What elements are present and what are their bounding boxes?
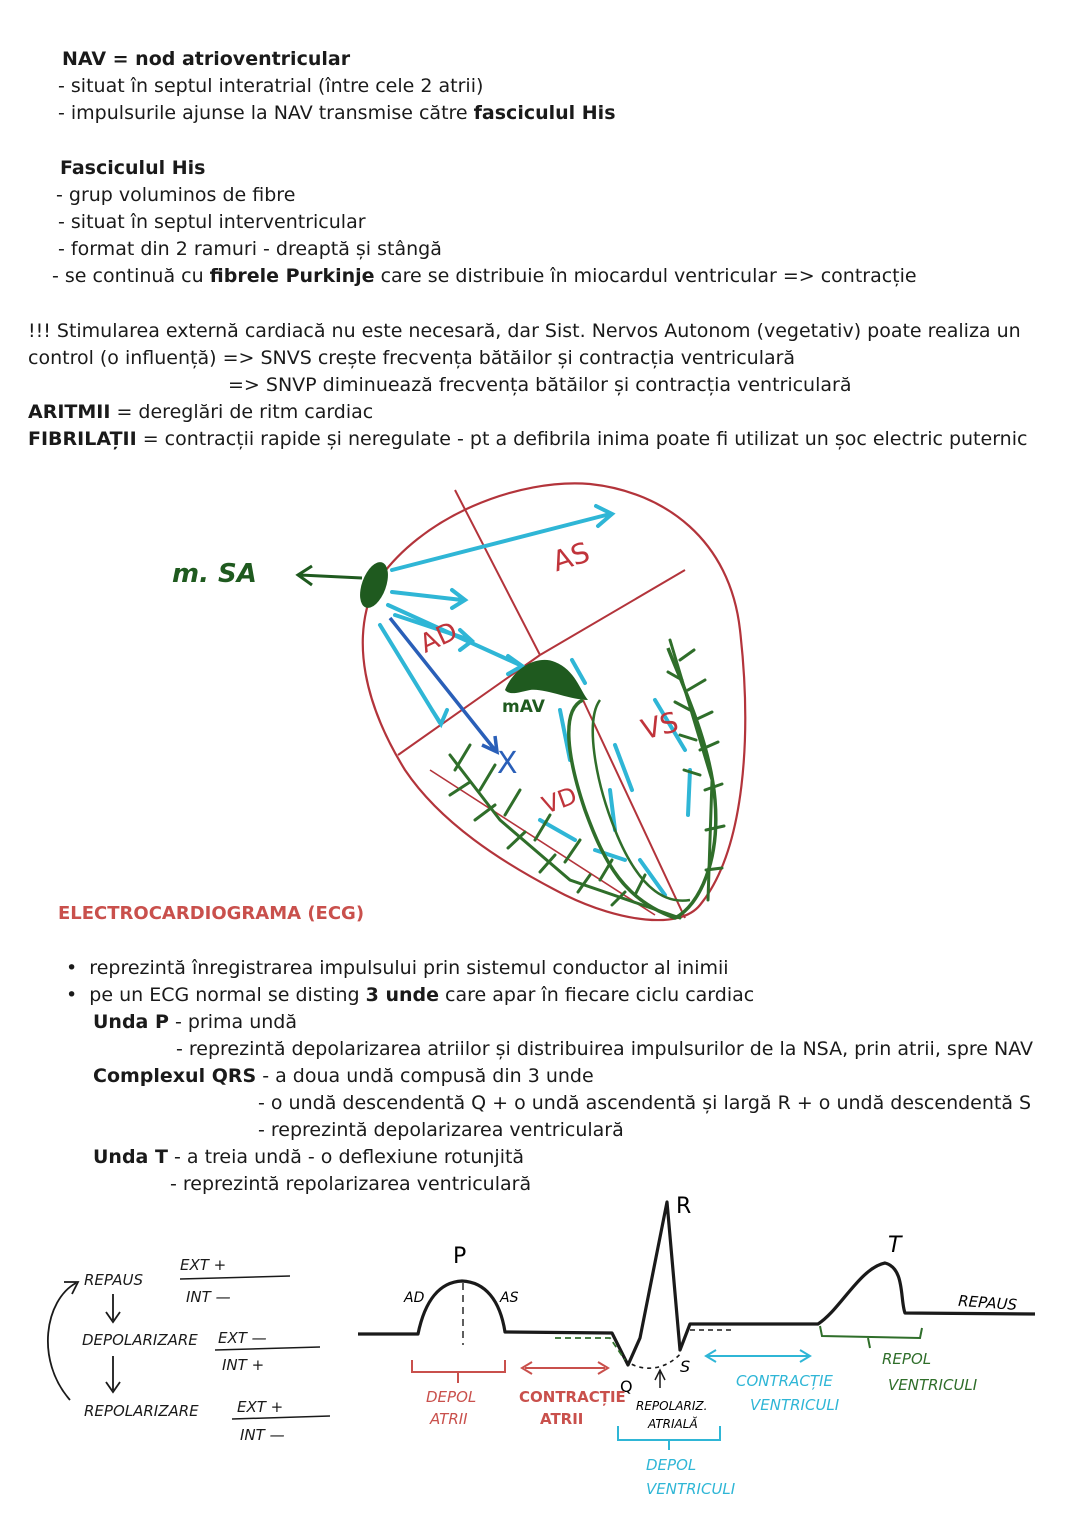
heart-outline	[361, 482, 747, 922]
his-heading: Fasciculul His	[60, 157, 206, 179]
cycle-repol: REPOLARIZARE	[84, 1402, 199, 1420]
ecg-trace	[358, 1200, 1036, 1367]
wave-q-label: Q	[620, 1377, 633, 1396]
wave-p-label: P	[453, 1244, 466, 1269]
unda-t-title: Unda T	[93, 1146, 168, 1168]
contractie-vent-1: CONTRACȚIE	[736, 1372, 833, 1390]
cycle-repaus: REPAUS	[84, 1271, 143, 1289]
note-line-3: => SNVP diminuează frecvența bătăilor și…	[228, 374, 852, 396]
nav-heading: NAV = nod atrioventricular	[62, 48, 351, 70]
qrs-line-2: - o undă descendentă Q + o undă ascenden…	[258, 1092, 1032, 1114]
qrs-line-3: - reprezintă depolarizarea ventriculară	[258, 1119, 624, 1141]
cycle-repaus-int: INT —	[186, 1288, 231, 1306]
av-node	[505, 659, 588, 700]
depol-atrii-1: DEPOL	[426, 1388, 476, 1406]
his-bundle-inner	[591, 699, 691, 902]
septum-interatrial	[454, 489, 541, 656]
ecg-bullet-2-a: pe un ECG normal se disting	[89, 984, 366, 1006]
his-line-2: - situat în septul interventricular	[58, 211, 366, 233]
unda-t-line-1: Unda T - a treia undă - o deflexiune rot…	[93, 1144, 524, 1171]
impulse-arrows-light	[378, 504, 692, 897]
his-line-4-a: - se continuă cu	[52, 265, 210, 287]
vd-label: VD	[538, 781, 580, 819]
contractie-atrii-1: CONTRACȚIE	[519, 1388, 626, 1406]
cycle-repol-ext: EXT +	[237, 1398, 283, 1416]
septum-av	[539, 569, 686, 656]
cycle-repol-int: INT —	[240, 1426, 285, 1444]
impulse-arrow-dark	[388, 616, 500, 755]
aritmii-term: ARITMII	[28, 401, 111, 423]
unda-t-text: - a treia undă - o deflexiune rotunjită	[167, 1146, 525, 1168]
vs-label: VS	[638, 705, 682, 746]
depol-atrii-2: ATRII	[429, 1410, 468, 1428]
sa-node	[360, 562, 388, 608]
ecg-bullet-2-bold: 3 unde	[365, 984, 439, 1006]
repol-vent-2: VENTRICULI	[888, 1376, 978, 1394]
nav-line-2: - impulsurile ajunse la NAV transmise că…	[58, 100, 616, 127]
unda-t-line-2: - reprezintă repolarizarea ventriculară	[170, 1173, 532, 1195]
fibrilatii-line: FIBRILAȚII = contracții rapide și neregu…	[28, 426, 1027, 453]
wave-repaus-label: REPAUS	[958, 1292, 1019, 1314]
unda-p-line-1: Unda P - prima undă	[93, 1009, 297, 1036]
bullet-icon: •	[66, 984, 90, 1006]
qrs-text: - a doua undă compusă din 3 unde	[256, 1065, 594, 1087]
qrs-line-1: Complexul QRS - a doua undă compusă din …	[93, 1063, 594, 1090]
cycle-return-arrow	[47, 1281, 80, 1401]
fibrilatii-term: FIBRILAȚII	[28, 428, 137, 450]
depol-vent-2: VENTRICULI	[646, 1480, 736, 1498]
nav-line-1: - situat în septul interatrial (între ce…	[58, 75, 484, 97]
membrane-cycle: REPAUS EXT + INT — DEPOLARIZARE EXT — IN…	[47, 1256, 331, 1444]
wave-ad-label: AD	[403, 1290, 425, 1306]
repol-vent-1: REPOL	[882, 1350, 931, 1368]
wave-s-label: S	[680, 1357, 690, 1376]
his-line-4: - se continuă cu fibrele Purkinje care s…	[52, 263, 917, 290]
his-line-1: - grup voluminos de fibre	[56, 184, 296, 206]
x-mark: X	[497, 746, 518, 781]
ecg-diagram: REPAUS EXT + INT — DEPOLARIZARE EXT — IN…	[47, 1194, 1036, 1498]
contractie-vent-2: VENTRICULI	[750, 1396, 840, 1414]
unda-p-text: - prima undă	[168, 1011, 297, 1033]
bullet-icon: •	[66, 957, 90, 979]
sa-label: m. SA	[172, 559, 257, 589]
wave-as-label: AS	[499, 1290, 519, 1306]
as-label: AS	[548, 536, 593, 579]
nav-line-2-text: - impulsurile ajunse la NAV transmise că…	[58, 102, 474, 124]
wave-r-label: R	[676, 1194, 691, 1219]
his-line-4-bold: fibrele Purkinje	[209, 265, 375, 287]
repol-atriala-2: ATRIALĂ	[647, 1416, 698, 1431]
unda-p-line-2: - reprezintă depolarizarea atriilor și d…	[176, 1038, 1033, 1060]
repol-atriala-1: REPOLARIZ.	[636, 1399, 707, 1413]
heart-diagram: m. SA X AS AD mAV VS VD	[172, 482, 747, 922]
cycle-depol: DEPOLARIZARE	[82, 1331, 198, 1349]
right-wall-line	[429, 769, 656, 916]
ecg-bullet-1-text: reprezintă înregistrarea impulsului prin…	[89, 957, 729, 979]
depol-vent-1: DEPOL	[646, 1456, 696, 1474]
ecg-bullet-1: • reprezintă înregistrarea impulsului pr…	[66, 955, 729, 982]
sa-pointer-arrow	[295, 564, 363, 587]
cycle-depol-ext: EXT —	[218, 1329, 267, 1347]
qrs-title: Complexul QRS	[93, 1065, 257, 1087]
septum-av-left	[397, 654, 541, 756]
ecg-title: ELECTROCARDIOGRAMA (ECG)	[58, 903, 365, 924]
his-line-3: - format din 2 ramuri - dreaptă și stâng…	[58, 238, 442, 260]
aritmii-line: ARITMII = dereglări de ritm cardiac	[28, 399, 373, 426]
aritmii-def: = dereglări de ritm cardiac	[110, 401, 374, 423]
his-line-4-c: care se distribuie în miocardul ventricu…	[374, 265, 917, 287]
his-bundle	[567, 647, 718, 920]
note-line-2: control (o influență) => SNVS crește fre…	[28, 347, 796, 369]
ecg-bullet-2: • pe un ECG normal se disting 3 unde car…	[66, 982, 754, 1009]
contractie-atrii-2: ATRII	[540, 1410, 583, 1428]
cycle-depol-int: INT +	[222, 1356, 264, 1374]
fibrilatii-def: = contracții rapide și neregulate - pt a…	[136, 428, 1028, 450]
mav-label: mAV	[502, 697, 546, 717]
unda-p-title: Unda P	[93, 1011, 169, 1033]
ecg-bullet-2-c: care apar în fiecare ciclu cardiac	[438, 984, 755, 1006]
nav-line-2-bold: fasciculul His	[473, 102, 616, 124]
wave-t-label: T	[888, 1233, 903, 1258]
septum-interventricular	[582, 699, 686, 919]
cycle-repaus-ext: EXT +	[180, 1256, 226, 1274]
note-line-1: !!! Stimularea externă cardiacă nu este …	[28, 320, 1021, 342]
purkinje-fibers	[448, 638, 726, 920]
